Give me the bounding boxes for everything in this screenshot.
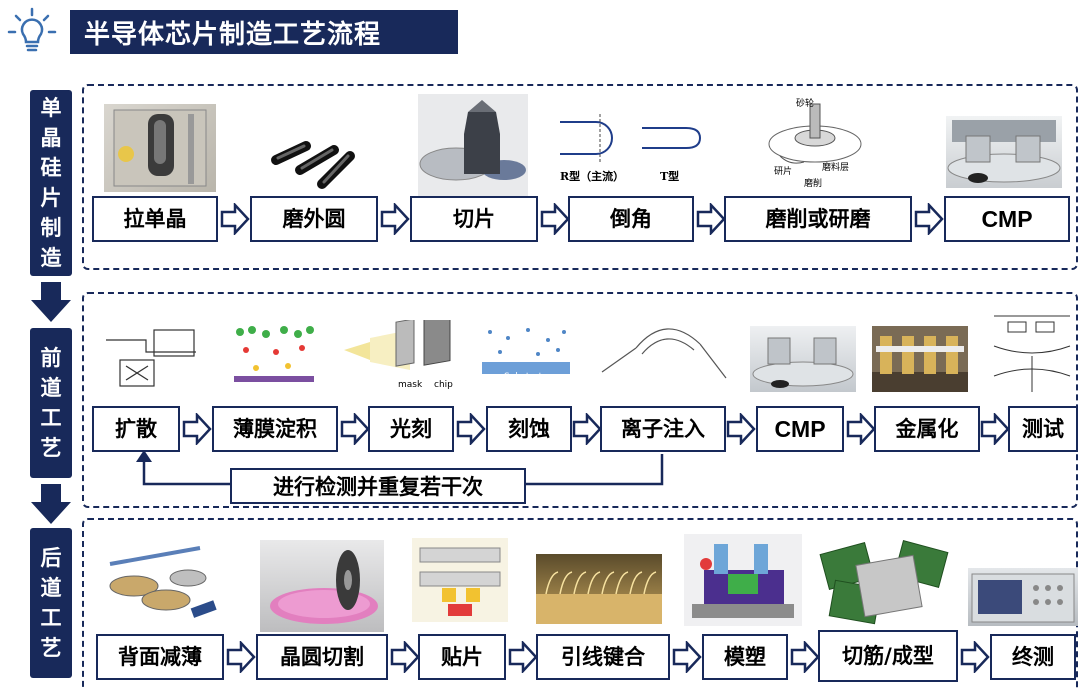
repeat-loop-label: 进行检测并重复若干次 — [230, 468, 526, 504]
stage-label-char: 造 — [40, 246, 62, 270]
right-arrow-icon — [960, 641, 990, 673]
step-diffusion: 扩散 — [92, 406, 180, 452]
right-arrow-icon — [182, 413, 212, 445]
right-arrow-icon — [508, 641, 538, 673]
stage-label-char: 道 — [40, 376, 62, 400]
cmp-photo-frontend — [750, 326, 856, 392]
mask-label: mask — [398, 380, 423, 390]
stage-box-wafer — [82, 84, 1078, 270]
stage-label-backend: 后 道 工 艺 — [30, 528, 72, 678]
stage-label-char: 片 — [40, 186, 62, 210]
stage-label-wafer: 单 晶 硅 片 制 造 — [30, 90, 72, 276]
step-slicing: 切片 — [410, 196, 538, 242]
down-arrow-icon — [31, 484, 71, 524]
wafer-dicing-photo — [260, 540, 384, 632]
step-testing: 测试 — [1008, 406, 1078, 452]
molding-render — [684, 534, 802, 626]
silicon-ingots-photo — [262, 126, 362, 192]
step-ion-implant: 离子注入 — [600, 406, 726, 452]
wire-bonding-photo — [536, 554, 662, 624]
substrate-label: Substrate — [504, 372, 548, 382]
die-attach-diagram — [412, 538, 508, 622]
ion-implant-diagram — [596, 318, 734, 392]
stage-label-char: 艺 — [40, 636, 62, 660]
step-cmp-wafer: CMP — [944, 196, 1070, 242]
packaged-chips-photo — [814, 538, 954, 626]
diffusion-furnace-diagram — [96, 320, 206, 390]
grinding-diagram: 砂轮 磨料层 研片 磨削 — [760, 96, 870, 190]
right-arrow-icon — [226, 641, 256, 673]
step-metallization: 金属化 — [874, 406, 980, 452]
right-arrow-icon — [456, 413, 486, 445]
stage-box-frontend — [82, 292, 1078, 508]
down-arrow-icon — [31, 282, 71, 322]
stage-label-char: 工 — [40, 606, 62, 630]
right-arrow-icon — [540, 203, 570, 235]
right-arrow-icon — [696, 203, 726, 235]
right-arrow-icon — [790, 641, 820, 673]
edge-label-r: R型（主流） — [560, 170, 625, 183]
right-arrow-icon — [726, 413, 756, 445]
right-arrow-icon — [846, 413, 876, 445]
testing-diagram — [988, 306, 1076, 396]
step-dicing: 晶圆切割 — [256, 634, 388, 680]
right-arrow-icon — [980, 413, 1010, 445]
step-chamfering: 倒角 — [568, 196, 694, 242]
right-arrow-icon — [380, 203, 410, 235]
step-etching: 刻蚀 — [486, 406, 572, 452]
metallization-photo — [872, 326, 968, 392]
step-lithography: 光刻 — [368, 406, 454, 452]
step-backgrinding: 背面减薄 — [96, 634, 224, 680]
stage-label-char: 单 — [40, 96, 62, 120]
grind-label: 砂轮 — [796, 99, 815, 109]
right-arrow-icon — [914, 203, 944, 235]
step-cmp-frontend: CMP — [756, 406, 844, 452]
stage-label-char: 后 — [40, 546, 62, 570]
chip-label: chip — [434, 380, 453, 390]
right-arrow-icon — [390, 641, 420, 673]
step-trim-form: 切筋/成型 — [818, 630, 958, 682]
photolithography-diagram: mask chip — [340, 320, 458, 392]
stage-label-char: 制 — [40, 216, 62, 240]
stage-label-char: 前 — [40, 346, 62, 370]
step-od-grinding: 磨外圆 — [250, 196, 378, 242]
stage-label-frontend: 前 道 工 艺 — [30, 328, 72, 478]
stage-label-char: 晶 — [40, 126, 62, 150]
lightbulb-icon — [7, 7, 57, 52]
edge-label-t: T型 — [660, 170, 680, 183]
crystal-puller-photo — [104, 104, 216, 192]
edge-profile-diagram: R型（主流） T型 — [556, 112, 716, 188]
grind-label: 磨料层 — [822, 163, 850, 173]
thin-film-diagram — [226, 322, 322, 388]
right-arrow-icon — [672, 641, 702, 673]
step-die-attach: 贴片 — [418, 634, 506, 680]
final-test-instrument-photo — [968, 568, 1078, 626]
stage-label-char: 艺 — [40, 436, 62, 460]
page-title: 半导体芯片制造工艺流程 — [70, 10, 458, 54]
cmp-machine-photo — [946, 116, 1062, 188]
grind-label: 磨削 — [804, 179, 823, 189]
right-arrow-icon — [340, 413, 370, 445]
step-lapping: 磨削或研磨 — [724, 196, 912, 242]
backgrinding-diagram — [104, 540, 220, 624]
step-thin-film: 薄膜淀积 — [212, 406, 338, 452]
step-final-test: 终测 — [990, 634, 1076, 680]
stage-label-char: 道 — [40, 576, 62, 600]
step-wire-bonding: 引线键合 — [536, 634, 670, 680]
stage-label-char: 工 — [40, 406, 62, 430]
step-molding: 模塑 — [702, 634, 788, 680]
grind-label: 研片 — [774, 167, 793, 177]
stage-label-char: 硅 — [40, 156, 62, 180]
etching-diagram: Substrate — [478, 324, 574, 388]
right-arrow-icon — [572, 413, 602, 445]
wafer-slicing-photo — [418, 94, 528, 196]
right-arrow-icon — [220, 203, 250, 235]
step-crystal-pulling: 拉单晶 — [92, 196, 218, 242]
